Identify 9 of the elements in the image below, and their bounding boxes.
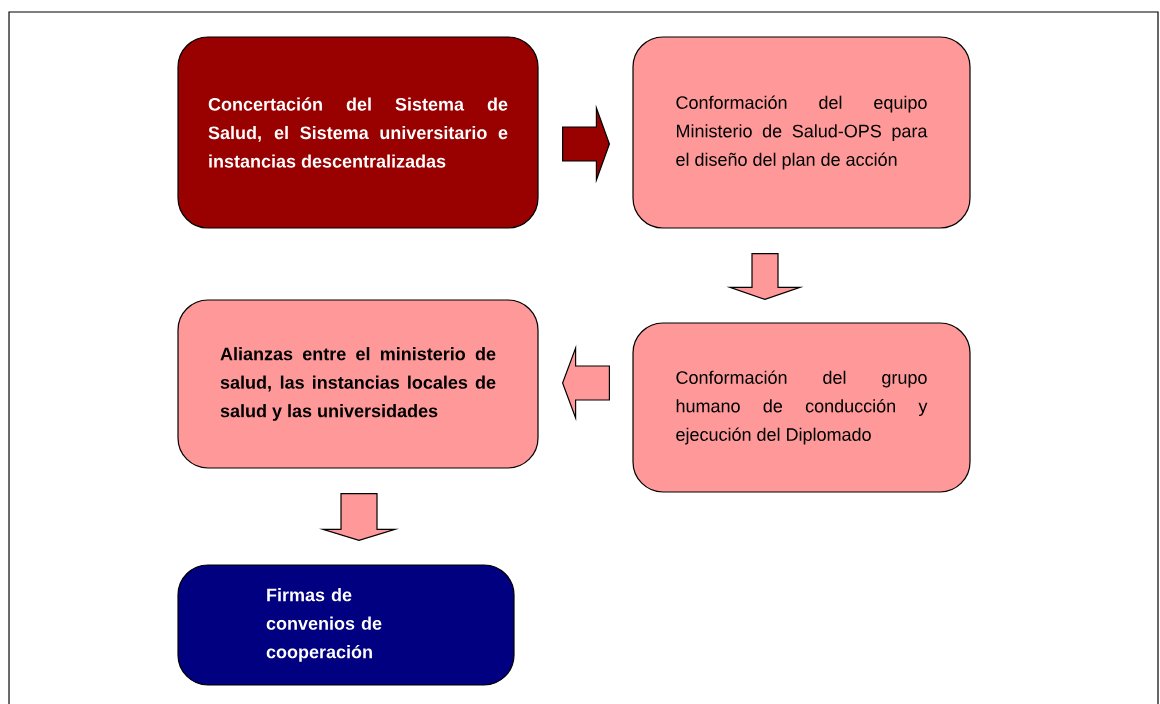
process-box: Conformación del grupo humano de conducción y ejecución del Diplomado (632, 322, 971, 493)
block-arrow (562, 104, 611, 184)
block-arrow (726, 253, 804, 301)
block-arrow (561, 344, 610, 422)
process-box: Conformación del equipo Ministerio de Salud-OPS para el diseño del plan de acción (632, 36, 971, 229)
process-box: Alianzas entre el ministerio de salud, las instancias locales de salud y las universidades (177, 299, 539, 469)
block-arrow (319, 493, 400, 541)
process-box: Firmas de convenios de cooperación (177, 564, 515, 686)
process-box: Concertación del Sistema de Salud, el Sistema universitario e instancias descentralizadas (177, 36, 539, 229)
